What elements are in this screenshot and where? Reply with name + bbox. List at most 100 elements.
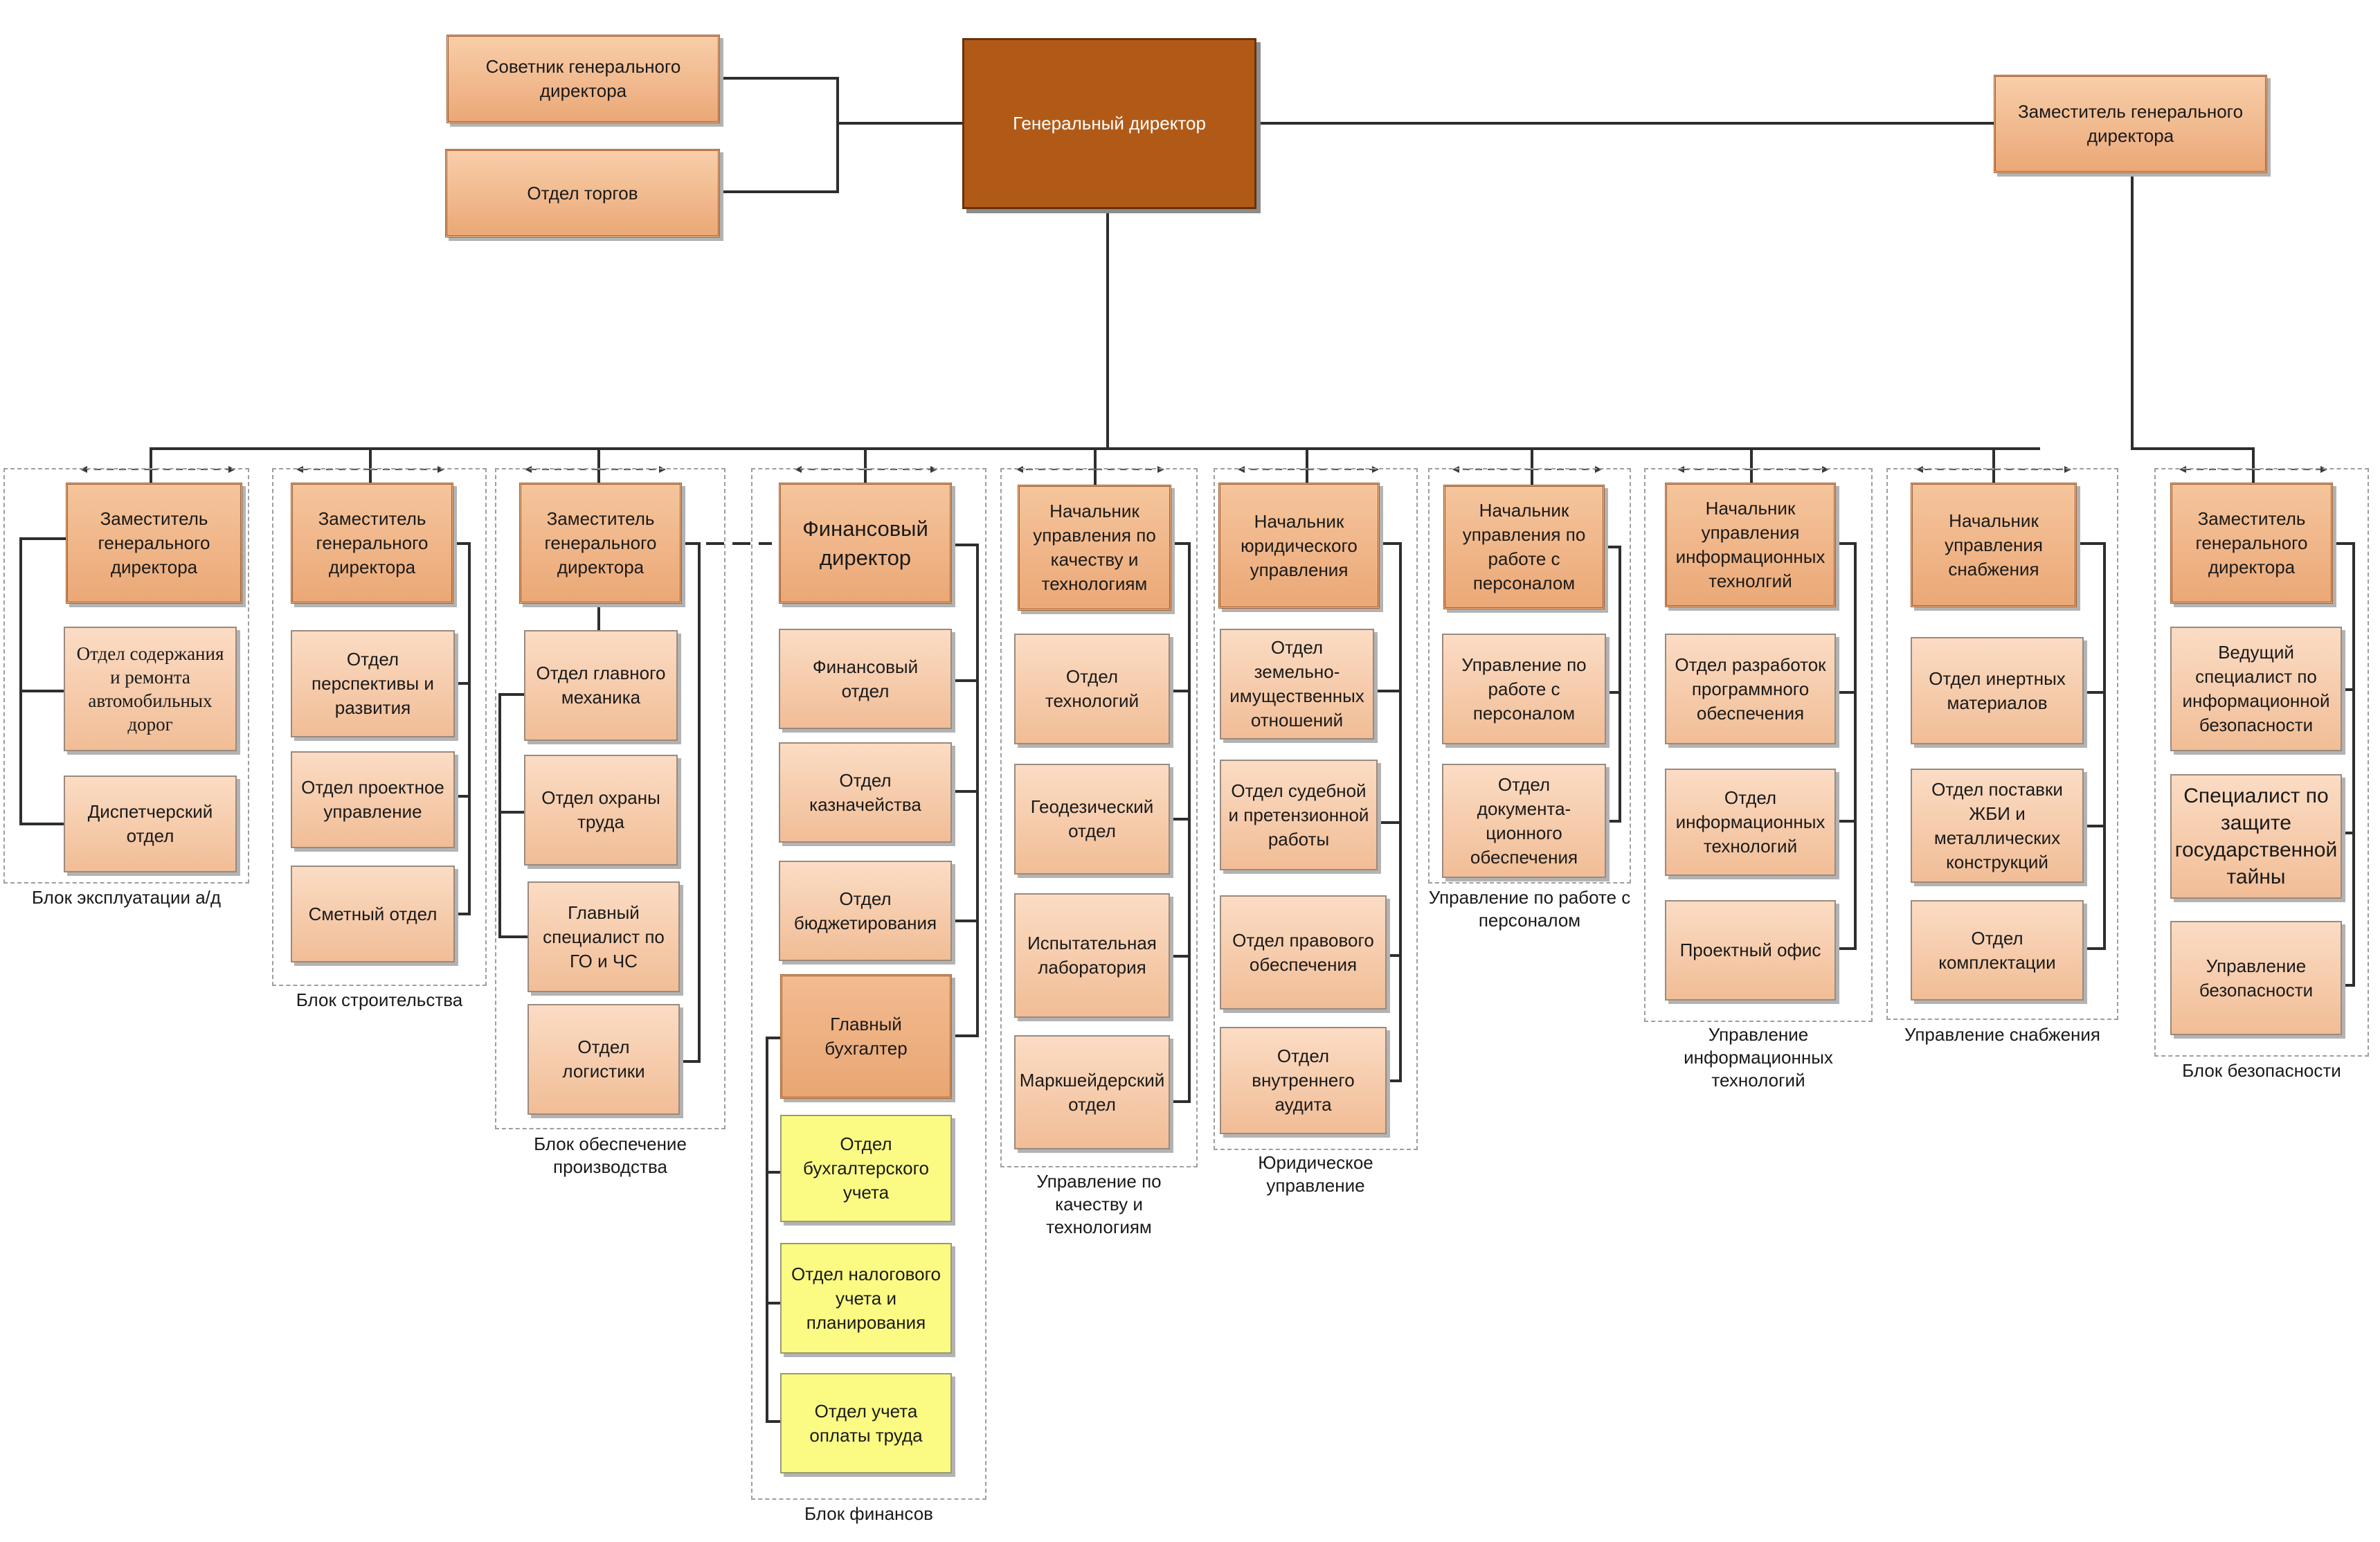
block9-item-2[interactable]: Отдел поставки ЖБИ и металлических конст… [1911,769,2084,883]
block7-item-1[interactable]: Управление по работе с персоналом [1442,634,1606,744]
block6-item-3-label: Отдел правового обеспечения [1232,929,1374,975]
block8-item-3-label: Проектный офис [1679,940,1821,960]
block5-item-4[interactable]: Маркшейдерский отдел [1014,1035,1170,1149]
block5-item-1-label: Отдел технологий [1045,666,1139,711]
block-legal [1214,468,1418,1150]
block9-head[interactable]: Начальник управления снабжения [1911,483,2077,607]
block6-item-1[interactable]: Отдел земельно-имущественных отношений [1220,629,1374,739]
deputy-right-box[interactable]: Заместитель генерального директора [1994,75,2267,173]
block9-item-3-label: Отдел комплектации [1938,927,2056,973]
block-construction [272,468,487,986]
deputy-right-label: Заместитель генерального директора [2017,101,2244,146]
block6-item-2-label: Отдел судебной и претензионной работы [1228,780,1369,850]
block4-item-1[interactable]: Финансовый отдел [779,629,952,729]
block4-head[interactable]: Финансовый директор [779,483,952,604]
block7-item-2-label: Отдел документа-ционного обеспечения [1470,773,1578,868]
block5-head[interactable]: Начальник управления по качеству и техно… [1018,485,1171,611]
block-it [1644,468,1873,1022]
block4-chief-label: Главный бухгалтер [824,1014,908,1059]
block8-item-1[interactable]: Отдел разработок программного обеспечени… [1665,634,1836,744]
block8-item-3[interactable]: Проектный офис [1665,900,1836,1001]
block2-head[interactable]: Заместитель генерального директора [291,483,453,604]
block10-item-2[interactable]: Специалист по защите государственной тай… [2170,774,2342,899]
block3-item-4-label: Отдел логистики [562,1037,645,1082]
block6-item-3[interactable]: Отдел правового обеспечения [1220,895,1387,1010]
block7-item-1-label: Управление по работе с персоналом [1461,654,1587,724]
block4-item-3-label: Отдел бюджетирования [793,888,937,933]
block10-item-1-label: Ведущий специалист по информационной без… [2182,642,2330,735]
block10-caption: Блок безопасности [2182,1060,2341,1081]
block9-item-2-label: Отдел поставки ЖБИ и металлических конст… [1931,778,2063,872]
block2-item-2[interactable]: Отдел проектное управление [291,751,455,848]
block4-chief-accountant[interactable]: Главный бухгалтер [780,974,952,1099]
block5-caption: Управление по качеству и технологиям [1036,1171,1162,1237]
ceo-label: Генеральный директор [1013,113,1206,134]
block-security [2154,468,2369,1057]
block4-item-2-label: Отдел казначейства [809,769,921,815]
block7-item-2[interactable]: Отдел документа-ционного обеспечения [1442,764,1606,878]
block4-sub-1-label: Отдел бухгалтерского учета [803,1133,929,1203]
block6-item-2[interactable]: Отдел судебной и претензионной работы [1220,760,1378,870]
block8-head[interactable]: Начальник управления информационных техн… [1665,483,1836,607]
block7-head[interactable]: Начальник управления по работе с персона… [1443,485,1605,609]
block3-item-4[interactable]: Отдел логистики [528,1004,680,1115]
advisor-box[interactable]: Советник генерального директора [447,35,720,123]
block10-item-1[interactable]: Ведущий специалист по информационной без… [2170,627,2342,751]
block3-item-1-label: Отдел главного механика [536,663,666,708]
block4-item-1-label: Финансовый отдел [812,656,919,701]
block4-item-3[interactable]: Отдел бюджетирования [779,861,952,961]
block1-item-1-label: Отдел содержания и ремонта автомобильных… [76,643,224,735]
block2-caption: Блок строительства [296,989,463,1010]
block5-item-1[interactable]: Отдел технологий [1014,634,1170,744]
block-quality [1000,468,1198,1167]
block5-item-2[interactable]: Геодезический отдел [1014,764,1170,875]
block6-item-4[interactable]: Отдел внутреннего аудита [1220,1027,1387,1134]
block-supply [1886,468,2118,1020]
block3-head-label: Заместитель генерального директора [544,508,657,577]
block-production-support [495,468,725,1129]
trade-box[interactable]: Отдел торгов [445,149,720,237]
block6-head[interactable]: Начальник юридического управления [1218,483,1380,609]
block-finance [751,468,986,1500]
block2-item-1-label: Отдел перспективы и развития [312,649,434,718]
block6-head-label: Начальник юридического управления [1241,510,1358,580]
block2-item-2-label: Отдел проектное управление [301,777,444,822]
block1-caption: Блок эксплуатации а/д [31,887,222,908]
block1-item-2-label: Диспетчерский отдел [87,801,213,846]
block4-sub-2[interactable]: Отдел налогового учета и планирования [780,1243,952,1354]
block9-item-1[interactable]: Отдел инертных материалов [1911,637,2084,744]
block2-item-3[interactable]: Сметный отдел [291,866,455,962]
block10-item-3-label: Управление безопасности [2199,955,2314,1001]
block3-item-1[interactable]: Отдел главного механика [524,630,678,741]
block3-item-3[interactable]: Главный специалист по ГО и ЧС [528,881,680,992]
block4-item-2[interactable]: Отдел казначейства [779,742,952,843]
block3-caption: Блок обеспечение производства [534,1133,687,1177]
block10-item-3[interactable]: Управление безопасности [2170,921,2342,1035]
block1-head-label: Заместитель генерального директора [98,508,210,577]
block2-head-label: Заместитель генерального директора [316,508,429,577]
ceo-box[interactable]: Генеральный директор [962,38,1256,209]
block8-item-1-label: Отдел разработок программного обеспечени… [1675,654,1826,724]
block4-caption: Блок финансов [804,1503,933,1524]
block7-head-label: Начальник управления по работе с персона… [1462,500,1586,593]
block4-sub-1[interactable]: Отдел бухгалтерского учета [780,1115,952,1222]
block3-item-2[interactable]: Отдел охраны труда [524,755,678,866]
block1-item-2[interactable]: Диспетчерский отдел [64,776,237,872]
block10-head[interactable]: Заместитель генерального директора [2170,483,2333,604]
block5-item-3[interactable]: Испытательная лаборатория [1014,893,1170,1018]
block1-head[interactable]: Заместитель генерального директора [66,483,242,604]
block2-item-1[interactable]: Отдел перспективы и развития [291,630,455,737]
block4-sub-3[interactable]: Отдел учета оплаты труда [780,1373,952,1473]
block3-head[interactable]: Заместитель генерального директора [519,483,682,604]
block9-item-3[interactable]: Отдел комплектации [1911,900,2084,1001]
block-personnel [1428,468,1631,884]
block1-item-1[interactable]: Отдел содержания и ремонта автомобильных… [64,627,237,751]
block8-item-2-label: Отдел информационных технологий [1675,787,1825,857]
block7-caption: Управление по работе с персоналом [1428,887,1631,931]
block10-head-label: Заместитель генерального директора [2195,508,2308,577]
block5-item-2-label: Геодезический отдел [1030,796,1154,841]
block5-item-4-label: Маркшейдерский отдел [1019,1069,1165,1115]
block5-item-3-label: Испытательная лаборатория [1027,933,1157,978]
block8-item-2[interactable]: Отдел информационных технологий [1665,769,1836,876]
